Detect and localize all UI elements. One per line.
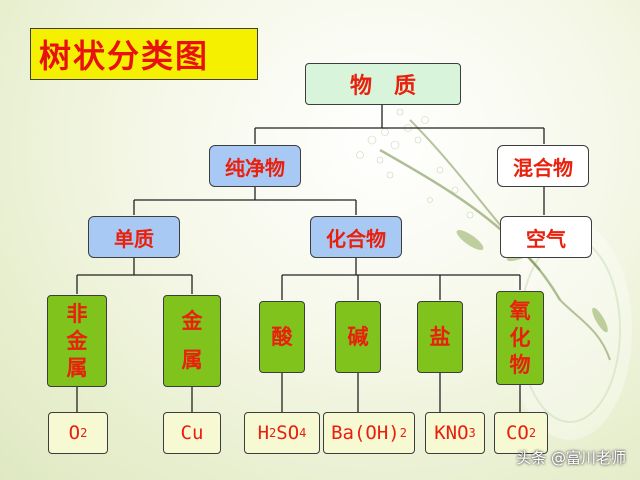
node-oxide-char-3: 物 [509, 352, 531, 377]
example-o2-base: O [68, 422, 81, 444]
node-oxide-char-2: 化 [509, 325, 531, 350]
page-title: 树状分类图 [30, 28, 258, 80]
node-nonmetal-char-3: 属 [66, 355, 88, 380]
node-metal: 金 属 [163, 295, 221, 387]
node-compound: 化合物 [310, 216, 402, 258]
example-baoh2-sub: 2 [399, 426, 407, 440]
example-o2-sub: 2 [80, 426, 88, 440]
node-nonmetal-char-2: 金 [66, 328, 88, 353]
node-mixture: 混合物 [497, 145, 589, 187]
node-oxide-char-1: 氧 [509, 298, 531, 323]
example-kno3-sub: 3 [468, 426, 476, 440]
node-nonmetal-char-1: 非 [66, 301, 88, 326]
node-nonmetal: 非 金 属 [47, 295, 107, 387]
node-metal-char-2: 属 [181, 348, 203, 372]
node-salt: 盐 [417, 301, 463, 373]
example-baoh2-base: Ba(OH) [331, 422, 400, 444]
example-h2so4-sub2: 4 [299, 426, 307, 440]
node-air: 空气 [500, 216, 592, 258]
watermark: 头条 @富川老师 [516, 449, 626, 467]
node-matter: 物 质 [305, 63, 461, 105]
node-element: 单质 [88, 216, 180, 258]
node-metal-char-1: 金 [181, 309, 203, 333]
example-h2so4-sub1: 2 [269, 426, 277, 440]
node-oxide: 氧 化 物 [496, 291, 544, 385]
example-h2so4-h: H [257, 422, 270, 444]
node-base: 碱 [335, 301, 381, 373]
example-h2so4-so: SO [276, 422, 300, 444]
example-co2-base: CO [505, 422, 529, 444]
node-acid: 酸 [259, 301, 305, 373]
node-pure-substance: 纯净物 [209, 145, 301, 187]
example-co2-sub: 2 [528, 426, 537, 440]
example-baoh2: Ba(OH)2 [323, 412, 415, 454]
example-cu: Cu [163, 412, 221, 454]
example-kno3-base: KNO [434, 422, 469, 444]
